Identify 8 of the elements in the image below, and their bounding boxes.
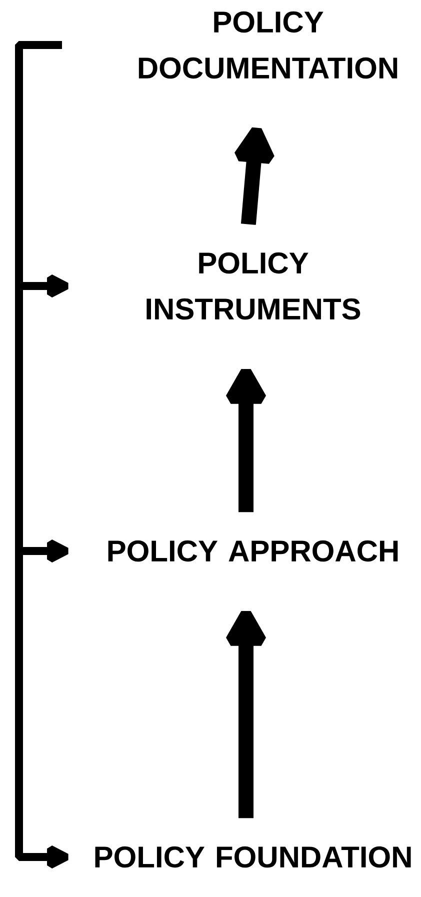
block-arrow xyxy=(234,125,275,225)
text-label: POLICY DOCUMENTATION xyxy=(138,11,398,79)
feedback-arrow xyxy=(15,41,70,869)
text-label: POLICY INSTRUMENTS xyxy=(146,252,360,320)
block-arrow xyxy=(225,366,267,512)
block-arrow xyxy=(225,608,267,818)
text-label: POLICY APPROACH xyxy=(108,540,398,562)
text-label: POLICY FOUNDATION xyxy=(95,846,411,868)
